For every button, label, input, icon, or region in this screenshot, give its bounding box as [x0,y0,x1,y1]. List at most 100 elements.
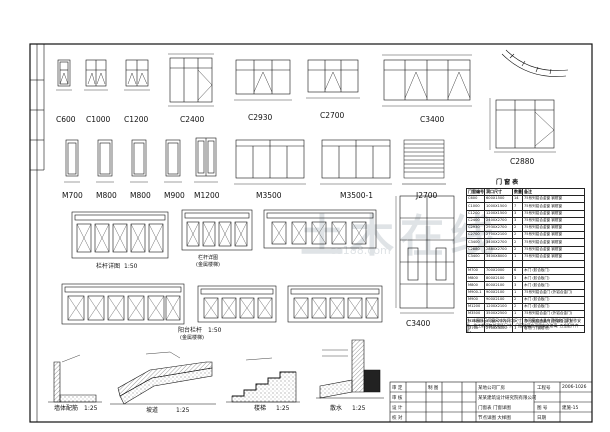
schedule-header-cell: 洞口尺寸 [484,187,513,197]
railing-1 [71,211,169,259]
label-c2700: C2700 [320,111,345,120]
schedule-cell: 900X2100 [484,288,513,297]
door-m1200 [194,137,218,183]
window-c2880-plan [501,49,569,77]
door-m800b [130,139,148,183]
schedule-cell: 3 [512,274,523,283]
door-j2700 [402,139,446,185]
schedule-cell: 木门 (胶合板门) [522,302,585,312]
schedule-cell: 7 [512,202,523,211]
schedule-header-cell: 门窗编号 [466,187,485,197]
schedule-cell: 75系列铝合金窗 钢框窗 [522,216,585,225]
schedule-cell: 3 [512,281,523,290]
label-m900: M900 [164,191,185,200]
schedule-notes: 注: 本图所示门窗尺寸为洞口尺寸, 各门窗应由具有资质的厂家制作安装。施工前须复… [466,318,582,333]
schedule-cell: 1200X1500 [484,209,513,218]
schedule-cell [466,259,485,269]
schedule-cell: 1200X2100 [484,302,513,312]
schedule-cell: C2400 [466,216,485,225]
section-2-title: 坡道 [146,407,159,414]
label-c2880: C2880 [510,157,535,166]
door-m3500 [234,139,306,185]
section-2 [110,351,216,405]
tb-label-7: 图 号 [537,406,548,411]
tb-drawing-name-2: 节点详图 大样图 [478,416,511,421]
schedule-cell: 1 [512,252,523,261]
section-3-scale: 1:25 [276,405,290,412]
schedule-cell: 75系列铝合金窗 钢框窗 [522,252,585,261]
label-m1200: M1200 [194,191,220,200]
schedule-cell: C1200 [466,209,485,218]
section-1-title: 墙体配筋 [54,405,79,412]
schedule-cell: 75系列铝合金窗 钢框窗 [522,238,585,247]
schedule-cell: 2 [512,238,523,247]
tb-code: 2006-1026 [562,385,587,390]
schedule-cell: 3400X2700 [484,238,513,247]
schedule-cell: 2700X2100 [484,231,513,240]
label-m800: M800 [96,191,117,200]
title-block [389,381,593,423]
schedule-cell [484,259,513,269]
schedule-cell: 75系列铝合金窗 钢框窗 [522,202,585,211]
label-m3500: M3500 [256,191,282,200]
schedule-cell: 75系列铝合金窗 钢框窗 [522,195,585,204]
tb-label-2: 审 核 [392,396,403,401]
section-1-scale: 1:25 [84,405,98,412]
tb-designer: 某某建筑设计研究院有限公司 [478,396,537,401]
label-m700: M700 [62,191,83,200]
schedule-cell: 800X2100 [484,274,513,283]
tb-label-6: 工程号 [537,386,551,391]
schedule-cell: 2 [512,223,523,233]
label-j2700: J2700 [416,191,438,200]
schedule-cell: 75系列铝合金门 (外铝合金门) [522,310,585,319]
tb-date: 日期 [537,416,546,421]
schedule-cell: 木门 (胶合板门) [522,274,585,283]
schedule-cell: 木门 (胶合板门) [522,281,585,290]
railing-2 [61,283,185,325]
schedule-cell: 3 [512,209,523,218]
railing-1-title: 栏杆详图 [96,263,121,270]
watermark-url: co188.com [330,244,391,257]
tb-label-1: 审 定 [392,386,403,391]
tb-project: 某地公司厂房 [478,386,505,391]
schedule-header-cell: 备注 [522,187,585,197]
binding-strip [30,44,45,422]
label-m800b: M800 [130,191,151,200]
schedule-cell: 3400X8000 [484,252,513,261]
railing-2-sub: (金属楼梯) [180,335,204,341]
schedule-cell: M700 [466,267,485,276]
label-c1200: C1200 [124,115,149,124]
label-c600: C600 [56,115,76,124]
schedule-cell: C2700 [466,231,485,240]
label-c3400: C3400 [420,115,445,124]
window-c2700 [306,59,360,99]
schedule-cell: 14 [512,195,523,204]
schedule-cell: 75系列铝合金门 (外铝合金门) [522,317,585,326]
schedule-cell: C1000 [466,202,485,211]
schedule-cell: 2 [512,302,523,312]
schedule-cell: 2880X2700 [484,245,513,254]
door-m3500-1 [320,139,392,185]
schedule-title: 门 窗 表 [496,179,519,186]
railing-1-subb: (金属楼梯) [196,262,220,268]
tb-drawing-no: 建施-15 [562,406,579,411]
schedule-cell [522,259,585,269]
railing-1-scale: 1:50 [124,263,138,270]
schedule-cell: 2400X2700 [484,216,513,225]
section-1 [48,354,102,403]
section-3-title: 楼梯 [254,405,267,412]
schedule-cell: 1 [512,288,523,297]
